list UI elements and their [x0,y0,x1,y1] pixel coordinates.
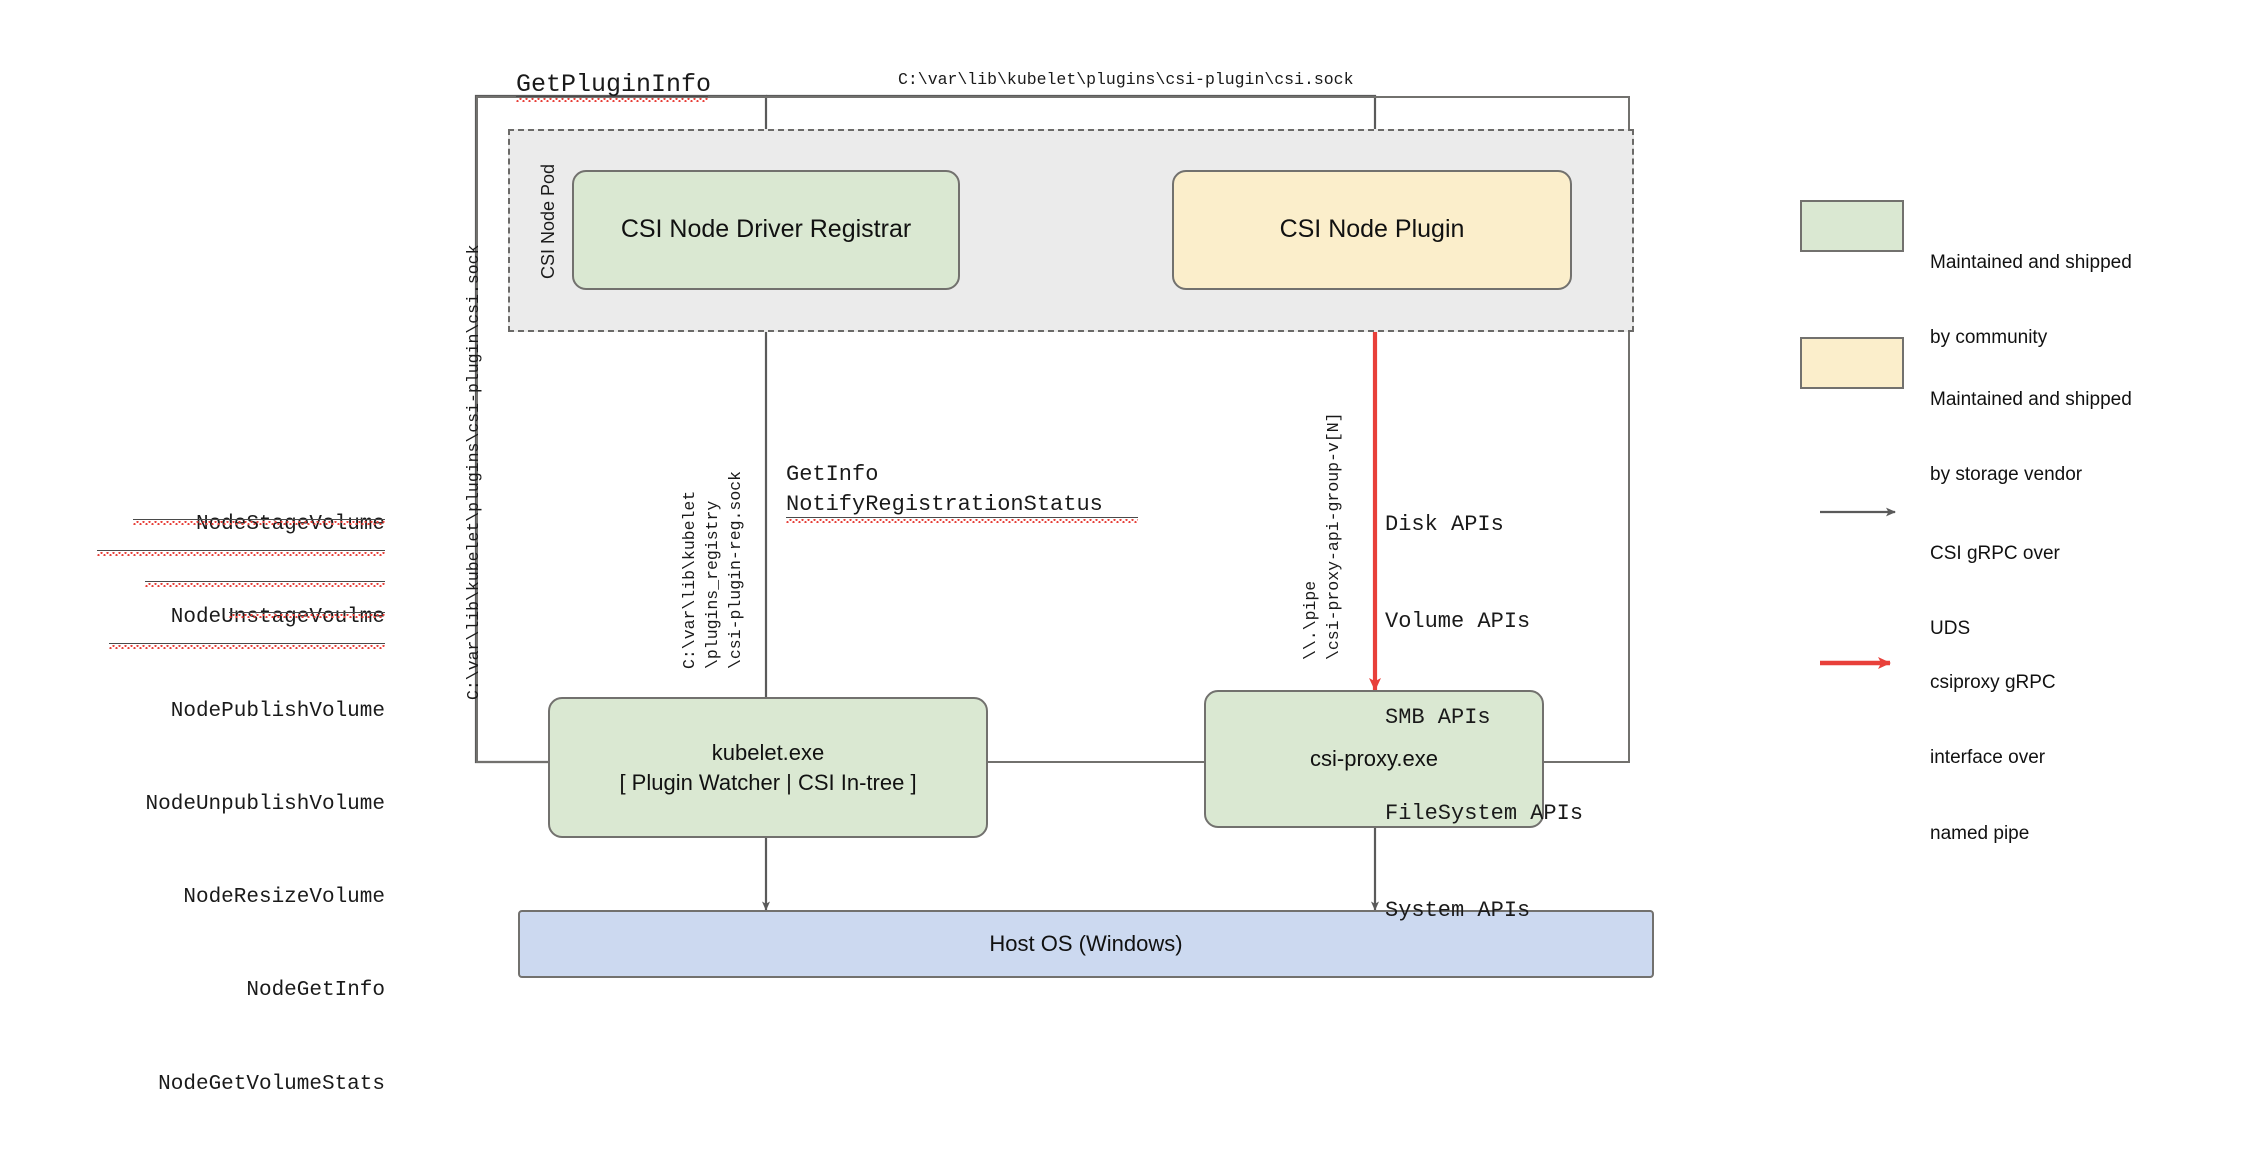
method-spellcheck-4 [97,552,385,556]
csi-node-pod-label: CSI Node Pod [538,163,558,279]
notify-underline [786,517,1138,518]
legend-line: UDS [1930,618,1971,640]
legend-label-community: Maintained and shipped by community [1930,200,2132,401]
node-api-methods-list: NodeStageVolume NodeUnstageVoulme NodePu… [80,447,385,1162]
node-api-method: NodeUnpublishVolume [145,792,385,816]
legend-line: by storage vendor [1930,464,2083,486]
registrar-rpc-notifyregistrationstatus: NotifyRegistrationStatus [786,492,1103,517]
legend-line: by community [1930,327,2048,349]
method-spellcheck-7 [109,645,385,649]
node-api-method: NodeResizeVolume [183,886,385,910]
node-plugin-title: CSI Node Plugin [1279,215,1465,244]
plugins-registry-path-line1: C:\var\lib\kubelet [680,490,699,669]
legend-line: Maintained and shipped [1930,389,2132,411]
node-csi-node-plugin[interactable]: CSI Node Plugin [1172,170,1572,290]
legend-line: named pipe [1930,822,2030,844]
legend-line: interface over [1930,747,2046,769]
node-kubelet-exe[interactable]: kubelet.exe [ Plugin Watcher | CSI In-tr… [548,697,988,838]
method-underline-4 [97,550,385,551]
method-underline-5 [145,581,385,582]
node-csi-proxy-exe[interactable]: csi-proxy.exe [1204,690,1544,828]
plugins-registry-path-line3: \csi-plugin-reg.sock [726,470,745,669]
csi-proxy-api-group: SMB APIs [1385,704,1491,730]
plugins-registry-path-line2: \plugins_registry [703,500,722,669]
kubelet-subtitle: [ Plugin Watcher | CSI In-tree ] [619,769,917,795]
diagram-canvas: CSI Node Pod C:\var\lib\kubelet\plugins\… [97,70,2132,1096]
csi-proxy-api-group: FileSystem APIs [1385,801,1584,827]
csi-proxy-api-group: Disk APIs [1385,512,1504,538]
host-os-title: Host OS (Windows) [989,931,1183,957]
method-underline-6 [229,612,385,613]
node-csi-node-driver-registrar[interactable]: CSI Node Driver Registrar [572,170,960,290]
named-pipe-label-line2: \csi-proxy-api-group-v[N] [1324,412,1343,660]
node-host-os[interactable]: Host OS (Windows) [518,910,1654,978]
csi-sock-path-top-label: C:\var\lib\kubelet\plugins\csi-plugin\cs… [898,70,1354,89]
get-plugin-info-underline [516,96,708,97]
method-spellcheck-5 [145,583,385,587]
kubelet-socket-boundary [476,96,1630,763]
csi-sock-path-vertical-label: C:\var\lib\kubelet\plugins\csi-plugin\cs… [464,244,483,700]
kubelet-title: kubelet.exe [711,740,825,766]
method-spellcheck-3 [133,521,385,525]
legend-line: Maintained and shipped [1930,252,2132,274]
csi-proxy-api-group: System APIs [1385,897,1531,923]
legend-line: CSI gRPC over [1930,543,2060,565]
method-underline-7 [109,643,385,644]
node-api-method: NodeGetInfo [246,979,385,1003]
get-plugin-info-spellcheck [516,98,708,102]
node-api-method: NodeGetVolumeStats [158,1072,385,1096]
method-underline-3 [133,519,385,520]
registrar-title: CSI Node Driver Registrar [620,215,912,244]
csi-proxy-api-group: Volume APIs [1385,608,1531,634]
named-pipe-label-line1: \\.\pipe [1301,580,1320,660]
legend-label-csi-grpc-uds: CSI gRPC over UDS [1930,491,2060,692]
registrar-rpc-getinfo: GetInfo [786,462,879,487]
legend-swatch-community [1800,200,1904,252]
node-api-method: NodePublishVolume [170,699,385,723]
notify-spellcheck [786,519,1138,523]
legend-line: csiproxy gRPC [1930,672,2056,694]
legend-label-storage-vendor: Maintained and shipped by storage vendor [1930,337,2132,538]
csi-proxy-api-groups-list: Disk APIs Volume APIs SMB APIs FileSyste… [1385,445,1583,991]
method-spellcheck-6 [229,614,385,618]
get-plugin-info-label: GetPluginInfo [516,70,712,99]
legend-swatch-storage-vendor [1800,337,1904,389]
csi-proxy-title: csi-proxy.exe [1310,746,1438,772]
legend-label-csiproxy-named-pipe: csiproxy gRPC interface over named pipe [1930,620,2056,896]
